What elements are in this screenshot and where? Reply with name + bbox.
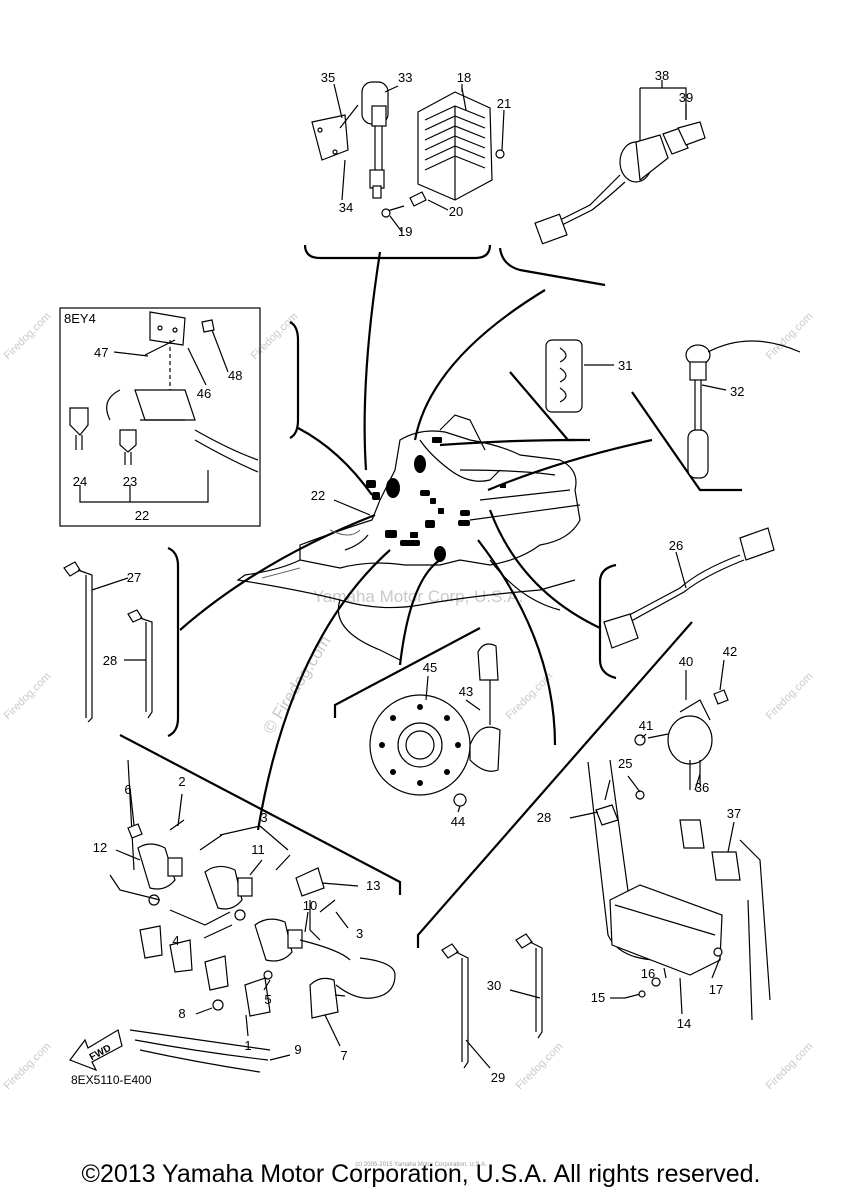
callout-38: 38	[655, 68, 669, 83]
callout-20: 20	[449, 204, 463, 219]
inset-8ey4	[59, 307, 261, 527]
tiny-copyright: (c) 2005-2015 Yamaha Motor Corporation, …	[355, 1162, 487, 1168]
watermark-edge-left-bot: Firedog.com	[2, 1040, 54, 1092]
callout-4: 4	[172, 933, 179, 948]
callout-34: 34	[339, 200, 353, 215]
fwd-arrow: FWD	[69, 1029, 123, 1072]
callout-28-left: 28	[103, 653, 117, 668]
callout-9: 9	[294, 1042, 301, 1057]
watermark-rotated: © Firedog.com	[259, 632, 334, 737]
rectifier-regulator	[381, 87, 505, 218]
callout-46: 46	[197, 386, 211, 401]
callout-47: 47	[94, 345, 108, 360]
callout-37: 37	[727, 806, 741, 821]
callout-21: 21	[497, 96, 511, 111]
callout-leaders	[91, 80, 735, 1069]
callout-33: 33	[398, 70, 412, 85]
callout-8: 8	[178, 1006, 185, 1021]
callout-5: 5	[264, 992, 271, 1007]
callout-13: 13	[366, 878, 380, 893]
callout-31: 31	[618, 358, 632, 373]
callout-numbers: 35 33 18 21 34 20 19 38 39 31 32 47 46 4…	[73, 68, 745, 1085]
callout-48: 48	[228, 368, 242, 383]
watermark-edge-mid-3: Firedog.com	[514, 1040, 566, 1092]
callout-2: 2	[178, 774, 185, 789]
callout-1: 1	[244, 1038, 251, 1053]
ignition-coils	[109, 759, 396, 1073]
callout-25: 25	[618, 756, 632, 771]
callout-23: 23	[123, 474, 137, 489]
callout-42: 42	[723, 644, 737, 659]
callout-24: 24	[73, 474, 87, 489]
callout-35: 35	[321, 70, 335, 85]
callout-28-right: 28	[537, 810, 551, 825]
cable-ties-bottom	[441, 933, 543, 1069]
callout-12: 12	[93, 840, 107, 855]
cable-ties-left	[63, 561, 153, 723]
callout-22-main: 22	[311, 488, 325, 503]
callout-45: 45	[423, 660, 437, 675]
callout-22-inset: 22	[135, 508, 149, 523]
watermark-edge-mid-1: Firedog.com	[249, 310, 301, 362]
callout-36: 36	[695, 780, 709, 795]
snowmobile-body	[236, 414, 581, 661]
watermark-center: Yamaha Motor Corp, U.S.A.	[313, 587, 523, 606]
callout-40: 40	[679, 654, 693, 669]
copyright-notice: ©2013 Yamaha Motor Corporation, U.S.A. A…	[81, 1160, 761, 1188]
callout-17: 17	[709, 982, 723, 997]
callout-26: 26	[669, 538, 683, 553]
callout-18: 18	[457, 70, 471, 85]
callout-14: 14	[677, 1016, 691, 1031]
sensor-32	[685, 340, 801, 479]
diagram-code: 8EX5110-E400	[71, 1073, 152, 1087]
callout-27: 27	[127, 570, 141, 585]
watermark-edge-right-mid: Firedog.com	[764, 670, 816, 722]
callout-3-bottom: 3	[356, 926, 363, 941]
callout-10: 10	[303, 898, 317, 913]
callout-43: 43	[459, 684, 473, 699]
cdi-unit-assembly	[311, 81, 389, 199]
callout-11: 11	[251, 842, 265, 857]
callout-19: 19	[398, 224, 412, 239]
watermark-edge-left-top: Firedog.com	[2, 310, 54, 362]
callout-15: 15	[591, 990, 605, 1005]
right-lower-parts	[587, 689, 771, 1021]
callout-41: 41	[639, 718, 653, 733]
wire-harness-26	[603, 527, 775, 649]
callout-32: 32	[730, 384, 744, 399]
callout-16: 16	[641, 966, 655, 981]
trigger-coil-assembly	[369, 643, 501, 807]
callout-39: 39	[679, 90, 693, 105]
watermark-edge-right-top: Firedog.com	[764, 310, 816, 362]
callout-29: 29	[491, 1070, 505, 1085]
callout-7: 7	[340, 1048, 347, 1063]
watermark-edge-right-bot: Firedog.com	[764, 1040, 816, 1092]
callout-30: 30	[487, 978, 501, 993]
callout-3-top: 3	[260, 810, 267, 825]
callout-6: 6	[124, 782, 131, 797]
main-switch	[534, 87, 706, 245]
wire-clamp-31	[545, 339, 583, 413]
inset-model-label: 8EY4	[64, 311, 96, 326]
group-brackets	[119, 244, 742, 948]
watermark-edge-left-mid: Firedog.com	[2, 670, 54, 722]
callout-44: 44	[451, 814, 465, 829]
